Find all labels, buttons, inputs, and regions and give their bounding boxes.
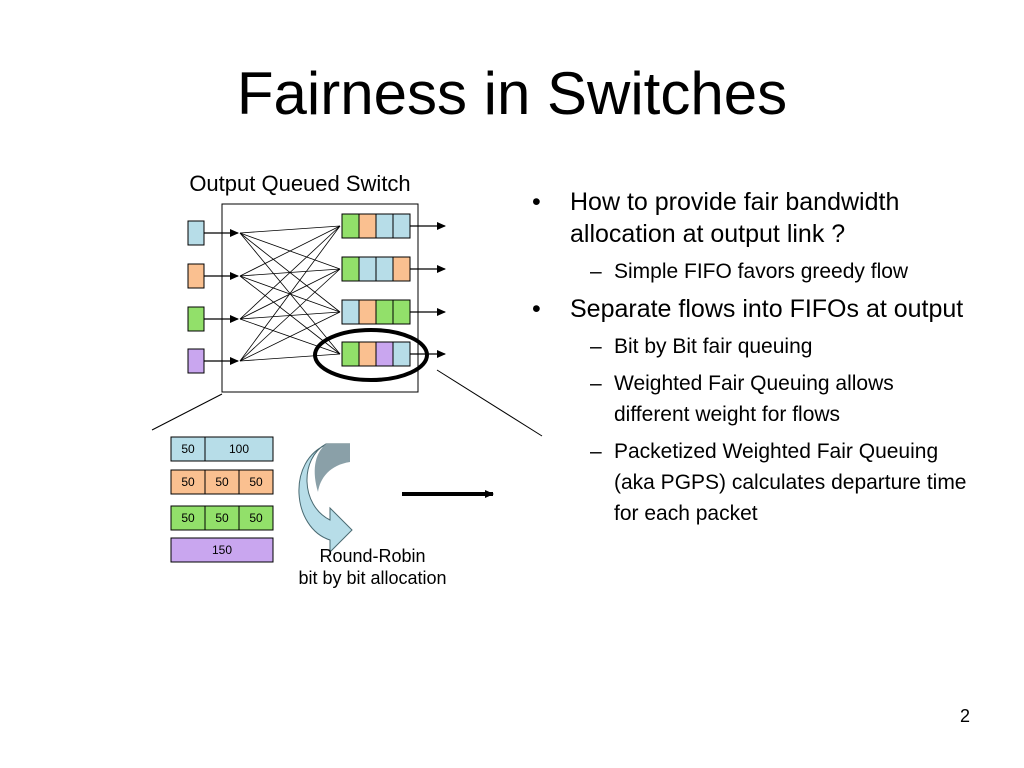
sub-bullet-item: – Simple FIFO favors greedy flow [530,256,970,287]
dash-mark: – [590,260,602,283]
sub-bullet-text: Packetized Weighted Fair Queuing (aka PG… [614,440,967,525]
packet [204,436,274,462]
round-robin-caption-line2: bit by bit allocation [298,568,447,588]
dash-mark: – [590,440,602,463]
packet-label: 50 [249,511,263,525]
crossbar-line [239,225,341,362]
crossbar-line [239,311,341,362]
packet [204,469,240,495]
bullet-text: How to provide fair bandwidth allocation… [570,188,900,248]
sub-bullet-item: – Weighted Fair Queuing allows different… [530,368,970,430]
highlight-ellipse [313,328,429,382]
sub-bullet-text: Simple FIFO favors greedy flow [614,260,909,283]
round-robin-arrow-shade [314,444,350,492]
bullet-item: • How to provide fair bandwidth allocati… [530,186,970,250]
round-robin-arrow [298,443,494,554]
packet-label: 50 [181,511,195,525]
packet [238,505,274,531]
crossbar-line [239,225,341,234]
packet-label: 50 [181,442,195,456]
output-queue-cell [358,256,377,282]
output-queue-cell [375,213,394,239]
packet [238,469,274,495]
round-robin-caption-line1: Round-Robin [319,546,426,566]
output-queue-cell [358,299,377,325]
output-queue-cell [392,256,411,282]
output-queue-cell [341,341,360,367]
input-queue [187,306,205,332]
input-queue [187,220,205,246]
crossbar-line [239,225,341,320]
output-queue-cell [375,299,394,325]
packet-label: 50 [215,511,229,525]
switch-box [221,203,419,393]
output-queue-cell [341,213,360,239]
round-robin-caption: Round-Robin bit by bit allocation [275,545,470,589]
input-queue [187,348,205,374]
zoom-line [436,369,543,437]
packet [204,505,240,531]
output-queue-cell [375,256,394,282]
output-queue-cell [358,341,377,367]
crossbar-line [239,268,341,362]
dash-mark: – [590,372,602,395]
packet-label: 150 [212,543,232,557]
packet-label: 100 [229,442,249,456]
output-queue-cell [341,299,360,325]
sub-bullet-text: Bit by Bit fair queuing [614,335,813,358]
output-queue-cell [341,256,360,282]
sub-bullet-text: Weighted Fair Queuing allows different w… [614,372,894,426]
packet-label: 50 [181,475,195,489]
bullet-mark: • [532,188,541,216]
bullet-item: • Separate flows into FIFOs at output [530,293,970,325]
slide-title: Fairness in Switches [236,60,788,127]
input-queue [187,263,205,289]
output-queue-cell [358,213,377,239]
output-queue-cell [392,213,411,239]
sub-bullet-item: – Bit by Bit fair queuing [530,331,970,362]
bullet-text: Separate flows into FIFOs at output [570,295,964,323]
crossbar-line [239,353,341,362]
output-queue-cell [392,341,411,367]
diagram-caption: Output Queued Switch [189,171,411,196]
zoom-line [151,393,223,431]
switch-fabric [151,203,543,437]
bullet-mark: • [532,295,541,323]
round-robin-arrow-body [298,443,353,554]
bullet-list: • How to provide fair bandwidth allocati… [530,186,970,535]
packet [170,505,206,531]
packet-label: 50 [215,475,229,489]
flow-packets: 50 100 50 50 50 50 50 50 150 [170,436,274,563]
output-queue-cell [392,299,411,325]
crossbar-line [239,225,341,277]
packet [170,469,206,495]
packet-label: 50 [249,475,263,489]
dash-mark: – [590,335,602,358]
page-number: 2 [959,706,970,726]
sub-bullet-item: – Packetized Weighted Fair Queuing (aka … [530,436,970,529]
packet [170,537,274,563]
output-queue-cell [375,341,394,367]
